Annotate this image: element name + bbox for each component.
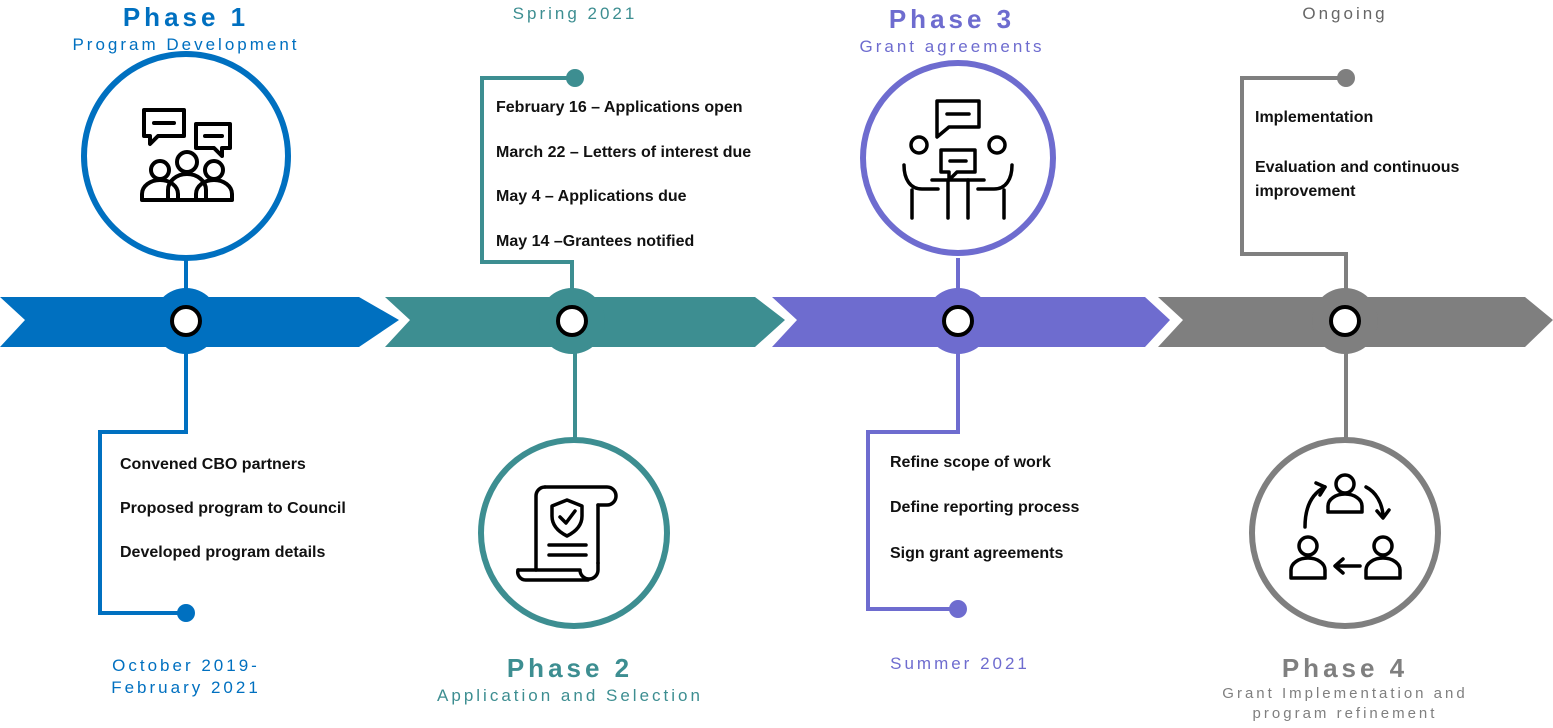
phase2-item: February 16 – Applications open xyxy=(496,99,743,116)
phase4-connectors xyxy=(1240,76,1348,440)
phase2-date: Spring 2021 xyxy=(512,4,638,23)
phase3-date: Summer 2021 xyxy=(890,654,1030,673)
phase4-subtitle: Grant Implementation and program refinem… xyxy=(1222,685,1468,722)
phase2-end-dot xyxy=(566,69,584,87)
phase1-icon-circle xyxy=(81,51,291,261)
phase3-title: Phase 3 xyxy=(888,4,1016,34)
phase1-end-dot xyxy=(177,604,195,622)
phase2-subtitle: Application and Selection xyxy=(437,686,703,705)
phase1-date: October 2019- February 2021 xyxy=(111,656,261,697)
phase2-item: May 4 – Applications due xyxy=(496,188,687,205)
conversation-table-icon xyxy=(902,99,1014,220)
phase2-item: March 22 – Letters of interest due xyxy=(496,144,752,161)
phase2-node xyxy=(539,288,605,354)
phase2-title: Phase 2 xyxy=(506,653,634,683)
phase2-item: May 14 –Grantees notified xyxy=(496,233,695,250)
phase4-node xyxy=(1312,288,1378,354)
phase4-date: Ongoing xyxy=(1302,4,1388,23)
phase4-icon-circle xyxy=(1249,437,1441,629)
phase3-item: Refine scope of work xyxy=(890,454,1051,471)
phase3-subtitle: Grant agreements xyxy=(859,37,1045,56)
phase4-item: Evaluation and continuous improvement xyxy=(1255,159,1460,200)
phase1-subtitle: Program Development xyxy=(72,35,300,54)
phase1-item: Convened CBO partners xyxy=(120,456,306,473)
phase3-end-dot xyxy=(949,600,967,618)
phase1-item: Proposed program to Council xyxy=(120,500,346,517)
phase4-title: Phase 4 xyxy=(1281,653,1409,683)
phase3-node xyxy=(925,288,991,354)
phase2-connectors xyxy=(480,76,577,440)
phase4-end-dot xyxy=(1337,69,1355,87)
phase1-item: Developed program details xyxy=(120,544,326,561)
team-cycle-icon xyxy=(1289,473,1402,580)
certificate-scroll-icon xyxy=(516,485,618,582)
meeting-chat-icon xyxy=(140,108,234,202)
phase4-item: Implementation xyxy=(1255,109,1374,126)
phase3-icon-circle xyxy=(860,60,1056,256)
phase1-title: Phase 1 xyxy=(122,2,250,32)
phase3-item: Sign grant agreements xyxy=(890,545,1064,562)
phase3-item: Define reporting process xyxy=(890,499,1080,516)
phase1-node xyxy=(153,288,219,354)
